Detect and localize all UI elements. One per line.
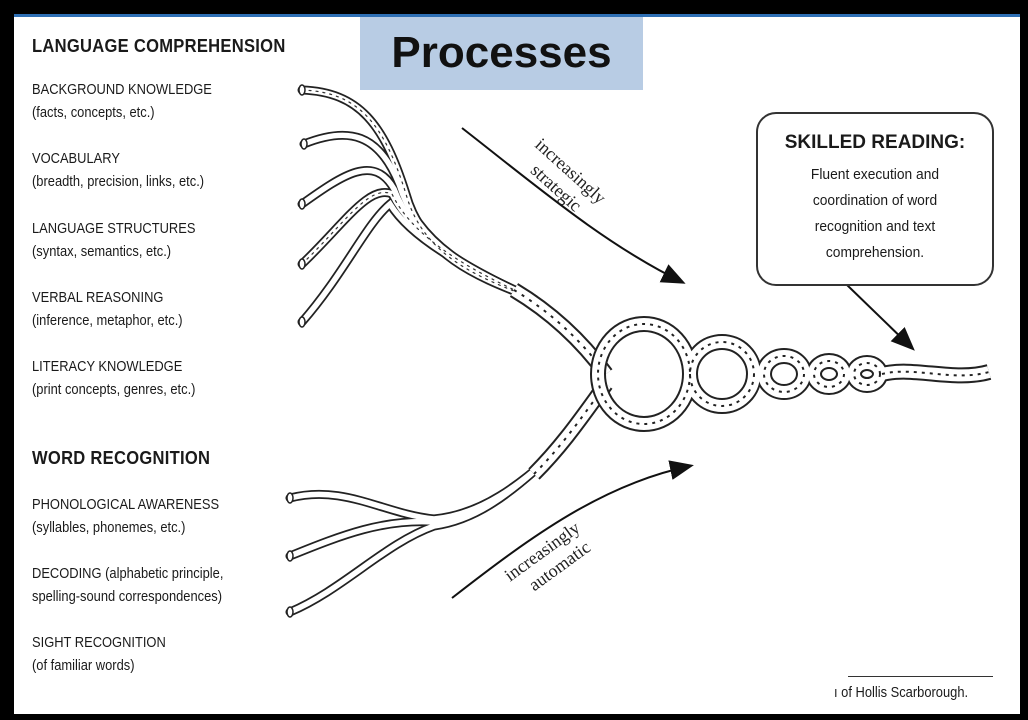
credit-rule <box>848 676 993 677</box>
lower-strands <box>287 454 554 617</box>
top-rule <box>14 14 1020 17</box>
title-banner: Processes <box>360 16 643 90</box>
credit-text: ı of Hollis Scarborough. <box>834 684 968 701</box>
callout-title: SKILLED READING: <box>758 132 992 154</box>
slide: LANGUAGE COMPREHENSION BACKGROUND KNOWLE… <box>14 14 1020 714</box>
strategic-label: increasingly strategic <box>517 134 610 224</box>
callout-pointer <box>846 284 912 348</box>
slide-title: Processes <box>360 16 643 90</box>
combined-rope <box>598 324 989 424</box>
automatic-label: increasingly automatic <box>501 517 597 603</box>
upper-strands <box>299 85 534 327</box>
skilled-reading-callout: SKILLED READING: Fluent execution and co… <box>756 112 994 286</box>
callout-body: Fluent execution and coordination of wor… <box>788 162 963 266</box>
